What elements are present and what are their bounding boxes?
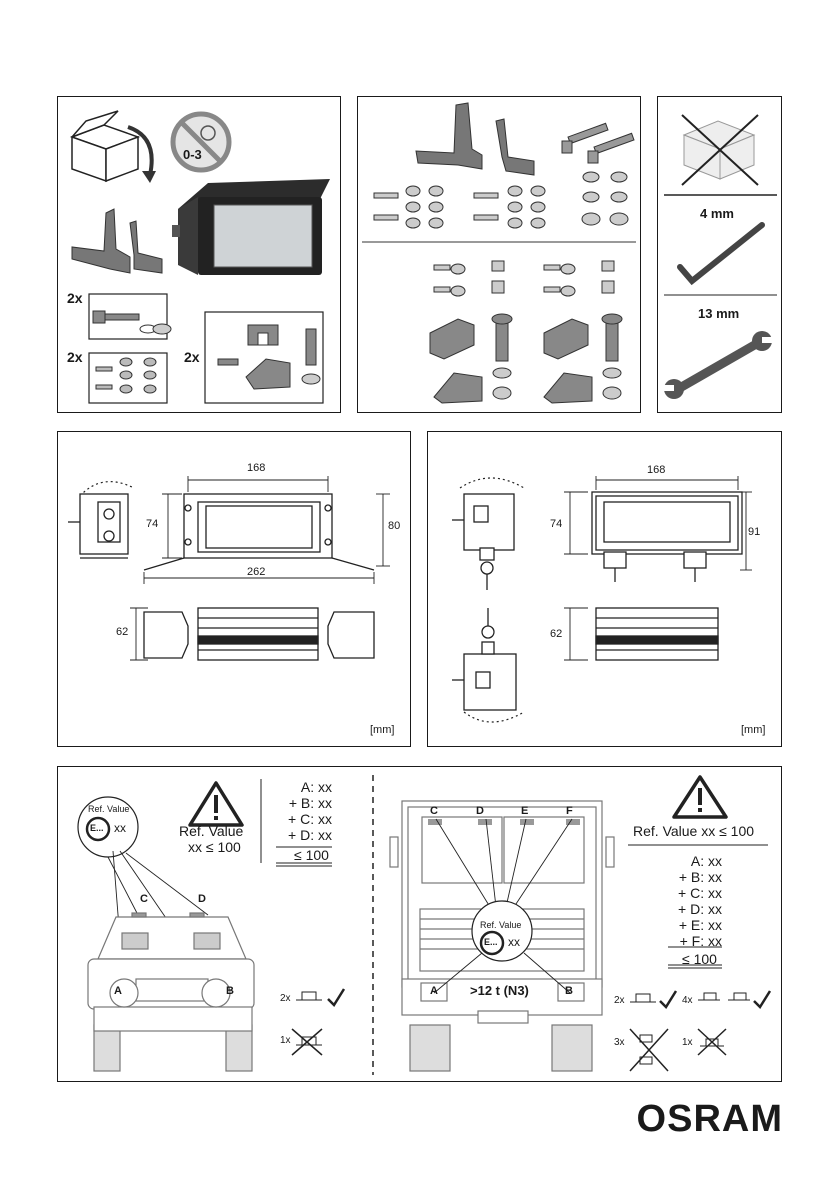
package-illustration: [58, 97, 342, 414]
point-c-car: C: [140, 893, 148, 905]
sum-line-b: + B: xx: [268, 795, 332, 811]
point-f-truck: F: [566, 805, 573, 817]
dim-height-left: 74: [550, 518, 562, 530]
point-e-truck: E: [521, 805, 528, 817]
point-d-car: D: [198, 893, 206, 905]
bad3-count-truck: 3x: [614, 1037, 625, 1048]
ref-value-limit-car: xx ≤ 100: [188, 839, 241, 855]
age-label: 0-3: [183, 147, 202, 162]
ok-count-car: 2x: [280, 993, 291, 1004]
brand-logo: OSRAM: [637, 1098, 783, 1141]
panel-dimensions-clamp: 168 74 91 62 [mm]: [427, 431, 782, 747]
sum-line-b: + B: xx: [658, 869, 722, 885]
dimension-drawing-bracket: [58, 432, 412, 748]
tools-illustration: [658, 97, 783, 414]
qty-bolts: 2x: [67, 290, 83, 306]
dim-height-right: 91: [748, 526, 760, 538]
ref-value-heading-car: Ref. Value: [179, 823, 243, 839]
approval-value-car: xx: [114, 821, 126, 835]
sum-line-f: + F: xx: [658, 933, 722, 949]
sum-line-e: + E: xx: [658, 917, 722, 933]
approval-mark-car: E...: [90, 823, 104, 833]
sum-total-car: ≤ 100: [294, 847, 329, 863]
sum-list-car: A: xx + B: xx + C: xx + D: xx: [268, 779, 332, 843]
dim-height-front: 62: [550, 628, 562, 640]
dim-width-bottom: 262: [247, 566, 265, 578]
bad-count-car: 1x: [280, 1035, 291, 1046]
point-c-truck: C: [430, 805, 438, 817]
allen-key-size: 4 mm: [700, 206, 734, 221]
point-b-truck: B: [565, 985, 573, 997]
point-a-car: A: [114, 985, 122, 997]
sum-line-c: + C: xx: [658, 885, 722, 901]
dim-height-right: 80: [388, 520, 400, 532]
approval-mark-truck: E...: [484, 937, 498, 947]
ref-circle-label-car: Ref. Value: [88, 804, 129, 814]
hardware-illustration: [358, 97, 642, 414]
wrench-size: 13 mm: [698, 306, 739, 321]
sum-list-truck: A: xx + B: xx + C: xx + D: xx + E: xx + …: [658, 853, 722, 949]
bad1-count-truck: 1x: [682, 1037, 693, 1048]
panel-hardware: [357, 96, 641, 413]
panel-dimensions-bracket: 168 74 80 262 62 [mm]: [57, 431, 411, 747]
qty-washers: 2x: [67, 349, 83, 365]
point-a-truck: A: [430, 985, 438, 997]
sum-line-d: + D: xx: [658, 901, 722, 917]
sum-line-c: + C: xx: [268, 811, 332, 827]
panel-regulation: Ref. Value E... xx Ref. Value xx ≤ 100 A…: [57, 766, 782, 1082]
sum-line-d: + D: xx: [268, 827, 332, 843]
ref-circle-label-truck: Ref. Value: [480, 920, 521, 930]
dim-height-front: 62: [116, 626, 128, 638]
panel-package-contents: 0-3 2x 2x 2x: [57, 96, 341, 413]
dimension-drawing-clamp: [428, 432, 783, 748]
ok2-count-truck: 2x: [614, 995, 625, 1006]
sum-total-truck: ≤ 100: [682, 951, 717, 967]
ref-value-heading-truck: Ref. Value xx ≤ 100: [633, 823, 754, 839]
qty-clamp: 2x: [184, 349, 200, 365]
unit-label: [mm]: [370, 724, 394, 736]
approval-value-truck: xx: [508, 935, 520, 949]
dim-height-left: 74: [146, 518, 158, 530]
sum-line-a: A: xx: [268, 779, 332, 795]
dim-width-top: 168: [647, 464, 665, 476]
dim-width-top: 168: [247, 462, 265, 474]
unit-label: [mm]: [741, 724, 765, 736]
ok4-count-truck: 4x: [682, 995, 693, 1006]
sum-line-a: A: xx: [658, 853, 722, 869]
weight-class: >12 t (N3): [470, 983, 529, 998]
point-b-car: B: [226, 985, 234, 997]
panel-tools: 4 mm 13 mm: [657, 96, 782, 413]
point-d-truck: D: [476, 805, 484, 817]
